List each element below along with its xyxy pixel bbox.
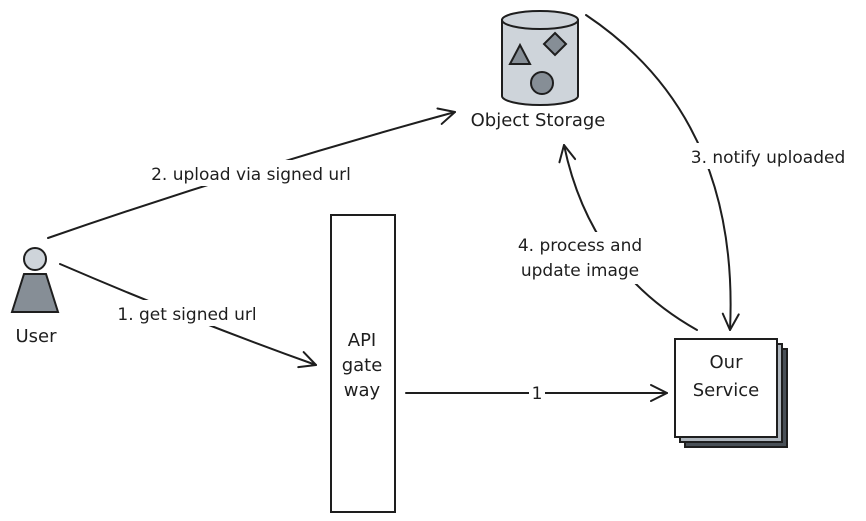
- our-service-node[interactable]: [674, 338, 788, 448]
- get-url-label: 1. get signed url: [117, 305, 256, 325]
- gateway-to-service-label: 1: [532, 384, 543, 404]
- our-service-line-1: Our: [710, 352, 744, 373]
- upload-label-bg: [135, 160, 367, 186]
- object-storage-label: Object Storage: [471, 110, 606, 131]
- api-gateway-line-1: API: [348, 330, 376, 351]
- process-label-bg: [500, 232, 660, 284]
- api-gateway-line-2: gate: [342, 355, 383, 376]
- notify-label-bg: [676, 143, 860, 169]
- triangle-icon: [508, 42, 532, 65]
- get-url-label-bg: [104, 300, 270, 326]
- our-service-line-2: Service: [693, 380, 760, 401]
- gateway-to-service-label-bg: [529, 382, 545, 404]
- diamond-icon: [542, 31, 568, 57]
- upload-label: 2. upload via signed url: [151, 165, 351, 185]
- circle-icon: [530, 71, 554, 95]
- object-storage-node[interactable]: [501, 10, 579, 106]
- process-label-line-2: update image: [521, 261, 639, 281]
- process-label-line-1: 4. process and: [518, 236, 642, 256]
- api-gateway-box[interactable]: [330, 214, 396, 513]
- api-gateway-line-3: way: [344, 380, 381, 401]
- notify-label: 3. notify uploaded: [691, 148, 846, 168]
- user-label: User: [15, 326, 57, 347]
- user-icon[interactable]: [10, 247, 60, 313]
